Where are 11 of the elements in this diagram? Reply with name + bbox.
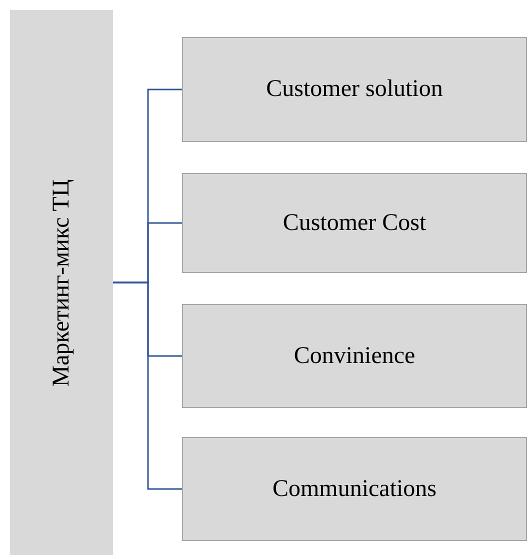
item-label: Customer solution: [266, 76, 443, 103]
item-box: [182, 437, 527, 541]
item-box: [182, 304, 527, 408]
item-box: [182, 37, 527, 142]
item-label: Customer Cost: [282, 210, 426, 236]
item-label: Convinience: [294, 342, 416, 370]
side-panel: [10, 10, 113, 555]
item-box: [182, 173, 527, 273]
panel-title: Маркетинг-микс ТЦ: [48, 178, 75, 386]
item-label: Communications: [272, 476, 436, 502]
connector-line: [113, 282, 182, 490]
